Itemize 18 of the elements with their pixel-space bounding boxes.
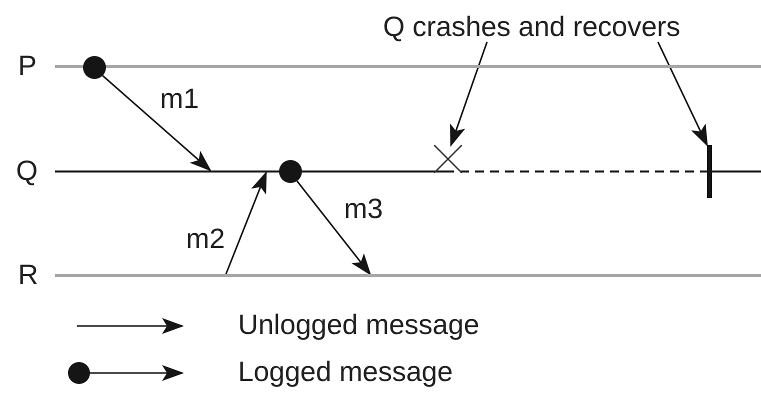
crash-mark (434, 145, 462, 173)
message-arrow (102, 75, 212, 172)
process-label: Q (16, 156, 38, 186)
process-label: P (18, 51, 37, 81)
message-arrow (296, 180, 372, 276)
annotation-text: Q crashes and recovers (383, 12, 680, 42)
timeline (55, 170, 761, 173)
leader-arrow (657, 42, 708, 147)
process-label: R (18, 260, 38, 290)
recovery-mark (707, 145, 712, 198)
log-dot (83, 56, 106, 79)
legend-text: Logged message (238, 357, 453, 387)
timeline (55, 65, 761, 68)
timeline (55, 274, 761, 277)
message-arrow (225, 171, 267, 274)
legend-text: Unlogged message (238, 310, 480, 340)
leader-arrow (450, 42, 488, 147)
log-dot (279, 160, 302, 183)
